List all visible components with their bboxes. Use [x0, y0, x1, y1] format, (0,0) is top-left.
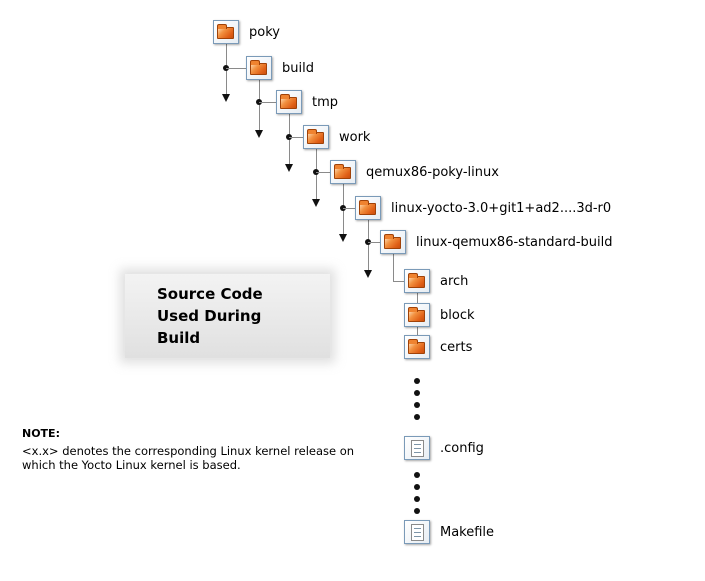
ellipsis-dot — [414, 402, 420, 408]
folder-icon — [404, 269, 430, 293]
continuation-arrow-icon — [255, 130, 263, 138]
folder-glyph-icon — [280, 94, 297, 109]
folder-icon — [355, 196, 381, 220]
folder-icon — [303, 125, 329, 149]
tree-node-label: certs — [440, 339, 473, 355]
tree-node-label: linux-qemux86-standard-build — [416, 234, 613, 250]
tree-node-label: qemux86-poky-linux — [366, 164, 499, 180]
ellipsis-dot — [414, 472, 420, 478]
tree-node-label: work — [339, 129, 371, 145]
note-block: NOTE: <x.x> denotes the corresponding Li… — [22, 427, 354, 472]
connector-line — [393, 254, 394, 281]
ellipsis-dot — [414, 484, 420, 490]
connector-line — [226, 68, 246, 69]
folder-glyph-icon — [359, 200, 376, 215]
folder-glyph-icon — [408, 307, 425, 322]
folder-icon — [213, 20, 239, 44]
folder-icon — [330, 160, 356, 184]
connector-line — [259, 80, 260, 130]
folder-glyph-icon — [307, 129, 324, 144]
connector-line — [259, 102, 276, 103]
page-glyph-icon — [411, 524, 424, 541]
connector-line — [368, 220, 369, 270]
ellipsis-dot — [414, 414, 420, 420]
tree-node-certs: certs — [404, 335, 472, 359]
note-text-line: which the Yocto Linux kernel is based. — [22, 458, 241, 472]
folder-icon — [246, 56, 272, 80]
callout-source-code-box: Source Code Used During Build — [125, 274, 330, 358]
folder-glyph-icon — [408, 273, 425, 288]
callout-line: Build — [157, 329, 201, 347]
continuation-arrow-icon — [285, 164, 293, 172]
connector-line — [343, 208, 355, 209]
tree-node-label: tmp — [312, 94, 339, 110]
ellipsis-dot — [414, 378, 420, 384]
folder-icon — [380, 230, 406, 254]
tree-node-linux-qemux86-standard-build: linux-qemux86-standard-build — [380, 230, 613, 254]
tree-node-poky: poky — [213, 20, 280, 44]
connector-line — [289, 137, 303, 138]
continuation-arrow-icon — [222, 94, 230, 102]
folder-glyph-icon — [334, 164, 351, 179]
continuation-arrow-icon — [312, 199, 320, 207]
folder-icon — [404, 303, 430, 327]
folder-glyph-icon — [408, 339, 425, 354]
folder-icon — [404, 335, 430, 359]
tree-node-label: Makefile — [440, 524, 495, 540]
continuation-arrow-icon — [339, 234, 347, 242]
tree-node-qemux86-poky-linux: qemux86-poky-linux — [330, 160, 499, 184]
ellipsis-dot — [414, 496, 420, 502]
connector-line — [417, 293, 418, 303]
tree-node-work: work — [303, 125, 370, 149]
tree-node-tmp: tmp — [276, 90, 338, 114]
callout-line: Used During — [157, 307, 262, 325]
tree-node-block: block — [404, 303, 475, 327]
tree-node-build: build — [246, 56, 314, 80]
tree-node-label: arch — [440, 273, 469, 289]
callout-line: Source Code — [157, 285, 263, 303]
connector-line — [393, 281, 404, 282]
tree-node-arch: arch — [404, 269, 468, 293]
file-icon — [404, 436, 430, 460]
tree-node-label: .config — [440, 440, 484, 456]
note-text-line: <x.x> denotes the corresponding Linux ke… — [22, 444, 355, 458]
folder-glyph-icon — [384, 234, 401, 249]
connector-line — [417, 327, 418, 335]
connector-line — [368, 242, 380, 243]
folder-icon — [276, 90, 302, 114]
tree-node-label: linux-yocto-3.0+git1+ad2....3d-r0 — [391, 200, 612, 216]
connector-line — [316, 172, 330, 173]
ellipsis-dot — [414, 508, 420, 514]
tree-node-label: build — [282, 60, 314, 76]
ellipsis-dot — [414, 390, 420, 396]
page-glyph-icon — [411, 440, 424, 457]
tree-node-label: poky — [249, 24, 280, 40]
tree-node-label: block — [440, 307, 475, 323]
tree-node-linux-yocto: linux-yocto-3.0+git1+ad2....3d-r0 — [355, 196, 611, 220]
tree-node-makefile: Makefile — [404, 520, 494, 544]
folder-glyph-icon — [250, 60, 267, 75]
continuation-arrow-icon — [364, 270, 372, 278]
file-icon — [404, 520, 430, 544]
tree-node-config-file: .config — [404, 436, 484, 460]
note-label: NOTE: — [22, 427, 60, 440]
folder-glyph-icon — [217, 24, 234, 39]
